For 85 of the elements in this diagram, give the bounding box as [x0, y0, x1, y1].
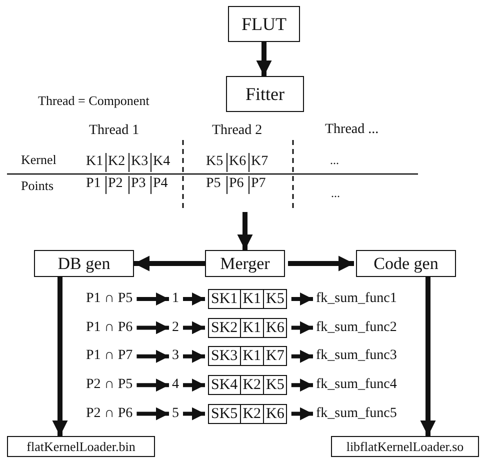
process-box: FLUT	[228, 6, 300, 42]
arrow	[183, 350, 205, 363]
kernel-cell: K1	[240, 290, 264, 308]
kernel-cell-text: SK1	[210, 290, 239, 308]
table-text: K6	[229, 153, 246, 171]
function-name: fk_sum_func3	[316, 346, 397, 366]
table-text: K3	[131, 153, 148, 171]
arrow	[420, 277, 436, 436]
index-number: 5	[172, 404, 179, 424]
kernel-cell-text: SK2	[210, 318, 239, 337]
arrow	[291, 292, 313, 306]
process-box: Merger	[205, 250, 285, 277]
ellipsis: ...	[331, 185, 340, 202]
function-name: fk_sum_func5	[316, 404, 397, 424]
intersection-text: P2 ∩ P6	[86, 404, 133, 424]
process-box: Fitter	[226, 76, 304, 112]
table-text: K2	[108, 153, 126, 171]
arrow	[136, 321, 169, 334]
intersection-text: P1 ∩ P7	[86, 346, 133, 366]
arrow	[183, 378, 205, 392]
table-text: K1	[86, 153, 104, 171]
index-number: 4	[172, 375, 179, 396]
arrow	[288, 256, 354, 272]
table-text: K4	[153, 153, 170, 171]
kernel-cell: K7	[263, 347, 286, 366]
index-number: 3	[172, 346, 179, 366]
table-text: P7	[251, 175, 266, 193]
arrow	[291, 407, 313, 420]
table-text: P6	[229, 175, 244, 193]
arrow	[291, 378, 313, 392]
row-header: Points	[21, 177, 54, 195]
arrow	[183, 321, 205, 334]
row-header: Kernel	[21, 151, 56, 169]
kernel-tuple-box	[208, 289, 288, 309]
function-name: fk_sum_func4	[316, 375, 397, 396]
index-number: 1	[172, 289, 179, 309]
table-text: P1	[86, 175, 101, 193]
column-header: Thread 1	[89, 122, 140, 140]
kernel-cell: K6	[263, 404, 286, 423]
file-box: flatKernelLoader.bin	[7, 436, 155, 457]
table-text: K5	[206, 153, 224, 171]
legend-note: Thread = Component	[38, 92, 150, 110]
arrow	[136, 350, 169, 363]
kernel-cell: K2	[240, 404, 264, 423]
intersection-text: P2 ∩ P5	[86, 375, 133, 396]
arrow	[136, 407, 169, 420]
arrow	[136, 378, 169, 392]
table-text: P5	[206, 175, 221, 193]
function-name: fk_sum_func1	[316, 289, 397, 309]
arrow	[291, 350, 313, 363]
process-box: DB gen	[34, 250, 134, 277]
kernel-cell-text: SK4	[210, 376, 239, 394]
ellipsis: ...	[330, 152, 339, 169]
kernel-tuple-box	[208, 404, 288, 424]
process-box: Code gen	[356, 250, 456, 277]
table-text: P3	[131, 175, 146, 193]
kernel-tuple-box	[208, 375, 288, 396]
arrow	[134, 256, 205, 272]
kernel-cell-text: SK3	[210, 347, 239, 366]
arrow	[256, 42, 272, 76]
kernel-cell: K6	[263, 318, 286, 337]
intersection-text: P1 ∩ P6	[86, 318, 133, 338]
kernel-cell-text: SK5	[210, 404, 239, 423]
arrow	[183, 407, 205, 420]
kernel-cell: K1	[240, 347, 264, 366]
function-name: fk_sum_func2	[316, 318, 397, 338]
table-text: K7	[251, 153, 268, 171]
kernel-cell: K1	[240, 318, 264, 337]
arrow	[52, 277, 68, 436]
file-box: libflatKernelLoader.so	[331, 436, 479, 457]
arrow	[136, 292, 169, 306]
kernel-cell: K5	[263, 290, 286, 308]
arrow	[291, 321, 313, 334]
table-text: P2	[108, 175, 123, 193]
kernel-cell: K5	[263, 376, 286, 394]
arrow	[183, 292, 205, 306]
arrow	[237, 212, 253, 250]
column-header: Thread ...	[325, 121, 379, 139]
intersection-text: P1 ∩ P5	[86, 289, 133, 309]
kernel-tuple-box	[208, 346, 288, 366]
kernel-cell: K2	[240, 376, 264, 394]
table-text: P4	[153, 175, 168, 193]
kernel-tuple-box	[208, 318, 288, 338]
index-number: 2	[172, 318, 179, 338]
column-header: Thread 2	[212, 122, 262, 140]
